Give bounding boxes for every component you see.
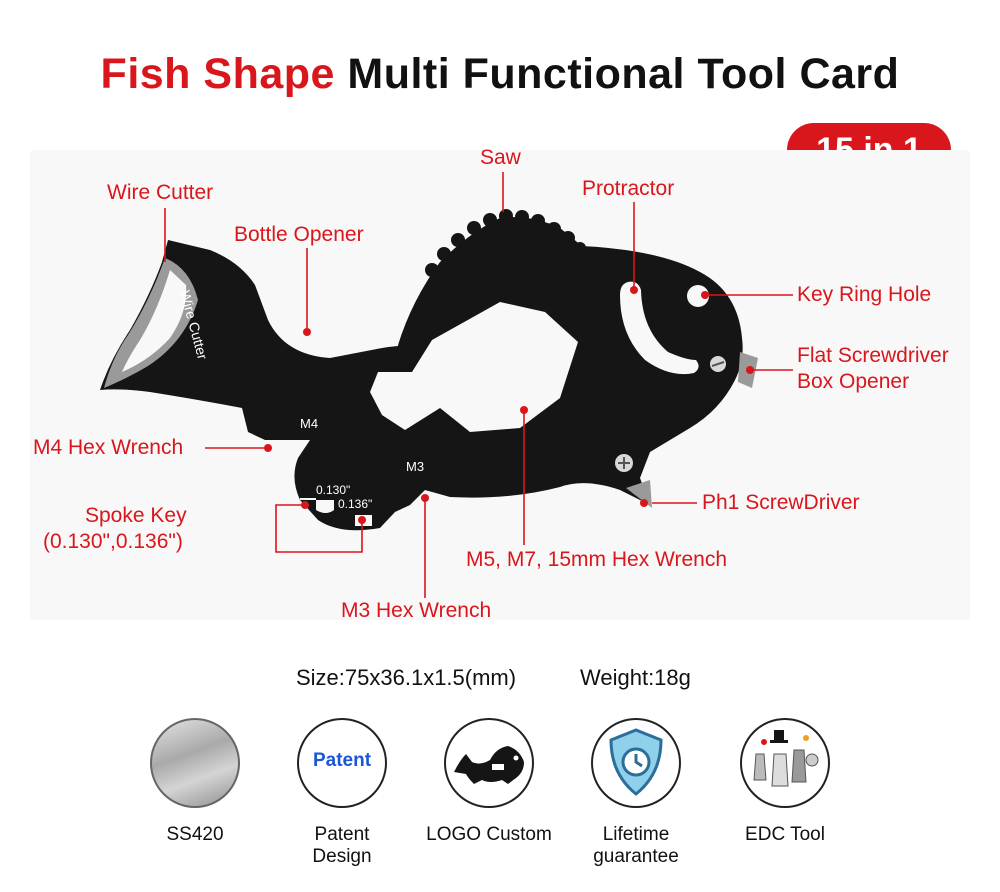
label-m5-m7-hex-wrench: M5, M7, 15mm Hex Wrench (466, 548, 728, 571)
patent-icon-text: Patent (312, 750, 372, 771)
metal-swatch-icon (150, 718, 240, 808)
page-title: Fish Shape Multi Functional Tool Card (0, 48, 1000, 100)
spec-weight: Weight:18g (580, 665, 691, 690)
label-m3-hex-wrench: M3 Hex Wrench (341, 599, 492, 622)
fish-logo-icon (444, 718, 534, 808)
leader-dots (264, 286, 754, 524)
label-bottle-opener: Bottle Opener (234, 223, 364, 246)
title-rest: Multi Functional Tool Card (347, 50, 900, 98)
feature-caption: Patent Design (312, 824, 372, 867)
label-protractor: Protractor (582, 177, 675, 200)
engraving-k2: 0.136" (338, 497, 372, 511)
label-spoke-key: Spoke Key (85, 504, 187, 527)
feature-lifetime-guarantee: Lifetime guarantee (566, 718, 706, 868)
engraving-k1: 0.130" (316, 483, 350, 497)
label-spoke-sizes: (0.130",0.136") (43, 530, 183, 553)
engraving-m4: M4 (300, 416, 318, 431)
edc-tools-icon (740, 718, 830, 808)
leader-lines (164, 172, 793, 598)
feature-caption: LOGO Custom (426, 824, 552, 845)
feature-patent: Patent Patent Design (272, 718, 412, 868)
feature-logo-custom: LOGO Custom (419, 718, 559, 846)
feature-edc-tool: EDC Tool (715, 718, 855, 846)
spec-size: Size:75x36.1x1.5(mm) (296, 665, 517, 690)
label-key-ring-hole: Key Ring Hole (797, 283, 932, 306)
feature-caption: EDC Tool (745, 824, 825, 845)
label-m4-hex-wrench: M4 Hex Wrench (33, 436, 184, 459)
label-saw: Saw (480, 146, 521, 169)
patent-icon: Patent (297, 718, 387, 808)
title-highlight: Fish Shape (100, 50, 335, 98)
label-flat-screwdriver: Flat Screwdriver (797, 344, 949, 367)
feature-ss420: SS420 (125, 718, 265, 846)
label-box-opener: Box Opener (797, 370, 910, 393)
label-ph1-screwdriver: Ph1 ScrewDriver (702, 491, 860, 514)
feature-caption: Lifetime guarantee (593, 824, 679, 867)
engraving-m3: M3 (406, 459, 424, 474)
shield-clock-icon (591, 718, 681, 808)
feature-caption: SS420 (166, 824, 224, 845)
fish-tool-body (100, 209, 758, 531)
label-wire-cutter: Wire Cutter (107, 181, 214, 204)
